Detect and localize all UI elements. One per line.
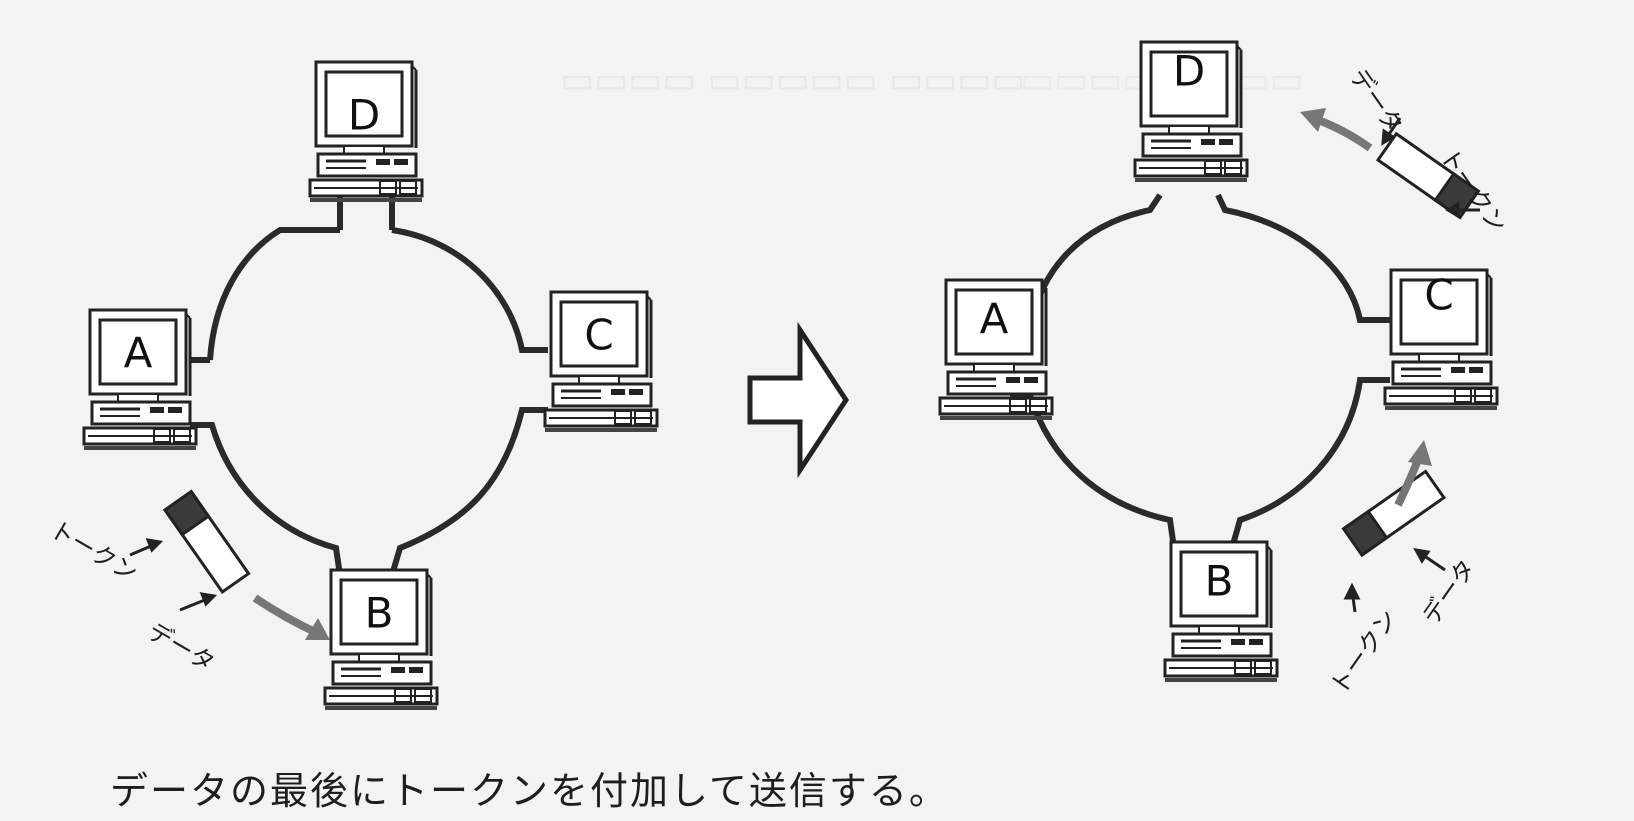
flow-arrow-right-top: [1300, 108, 1373, 152]
node-label: D: [1173, 47, 1205, 96]
left-ring: [190, 195, 548, 576]
pointer-arrows-left: [129, 538, 218, 612]
node-label: B: [1205, 557, 1234, 606]
node-c-left: C: [543, 290, 659, 432]
node-d-left: D: [308, 60, 424, 202]
node-a-left: A: [82, 308, 198, 450]
diagram-caption: データの最後にトークンを付加して送信する。: [110, 769, 949, 813]
packet-right-bottom: [1341, 469, 1447, 558]
node-b-left: B: [323, 568, 439, 710]
token-block: [1341, 509, 1389, 558]
node-label: A: [124, 329, 153, 378]
flow-arrow-left: [252, 594, 330, 640]
flow-arrow-right-bottom: [1394, 440, 1432, 507]
node-d-right: D: [1133, 40, 1249, 182]
node-label: B: [365, 589, 394, 638]
node-a-right: A: [938, 278, 1054, 420]
right-ring: [1010, 193, 1390, 556]
node-label: C: [584, 311, 613, 360]
node-label: D: [348, 91, 380, 140]
pointer-arrows-right-top: [1381, 117, 1480, 219]
node-c-right: C: [1383, 268, 1499, 410]
node-b-right: B: [1163, 540, 1279, 682]
transition-arrow: [750, 330, 846, 470]
token-block: [162, 489, 211, 537]
pointer-arrows-right-bottom: [1343, 548, 1446, 613]
packet-right-top: [1375, 131, 1481, 220]
node-label: C: [1424, 271, 1453, 320]
packet-left: [162, 489, 251, 595]
background-ghost-text: ▭▭▭▭ ▭▭▭▭▭ ▭▭▭▭: [560, 60, 1026, 101]
node-label: A: [980, 295, 1009, 344]
